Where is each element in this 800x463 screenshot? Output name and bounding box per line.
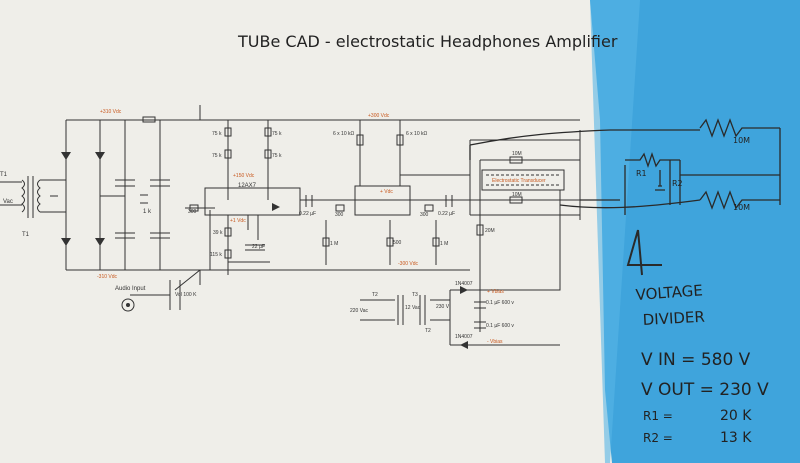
note-r1: R1 [636,169,647,178]
input-diode [272,203,280,211]
note-r2-value: 13 K [720,430,752,446]
label-volume: Vol 100 K [175,292,197,298]
label-115k: 115 k [210,252,222,258]
rail-minus-300: -300 Vdc [398,261,419,267]
label-cap-022-b: 0.22 µF [438,211,455,217]
label-75k-d: 75 k [272,153,282,159]
label-audio-input: Audio Input [115,286,146,292]
tube2-wiring [354,120,580,216]
label-tube2-plate: + Vdc [380,189,393,195]
electrostatic-transducer [481,169,565,191]
rail-plus-310: +310 Vdc [100,109,122,115]
label-20m: 20M [485,228,495,234]
label-75k-c: 75 k [272,131,282,137]
handdrawn-wiring [469,118,781,215]
label-t1-top: T1 [0,172,8,178]
blue-note-paper [590,0,800,463]
label-230v: 230 V [436,304,450,310]
label-t1: T1 [22,232,30,238]
arrow-icon [626,229,662,276]
note-r2-line: R2 = [643,431,673,445]
note-r2: R2 [672,179,683,188]
label-transducer: Electrostatic Transducer [492,178,546,184]
tube1-wiring [130,120,480,310]
note-vout: V OUT = 230 V [641,380,769,400]
note-edge [590,0,640,463]
rail-plus-150: +150 Vdc [233,173,255,179]
bias-diodes [460,286,468,349]
note-r1-line: R1 = [643,409,673,423]
label-10m-a: 10M [512,151,522,157]
label-12vac: 12 Vac [405,305,421,311]
label-1m-b: 1 M [440,241,448,247]
label-6x10k-a: 6 x 10 kΩ [333,131,355,137]
label-220vac: 220 Vac [350,308,368,314]
label-500: 500 [393,240,402,246]
note-10m-a: 10M [733,136,750,145]
label-cap-022-a: 0.22 µF [299,211,316,217]
label-10m-b: 10M [512,192,522,198]
note-heading-voltage: VOLTAGE [635,281,703,304]
label-vbias-plus: + Vbias [487,289,504,295]
label-t2: T2 [372,292,378,298]
label-bias-cap-a: 0.1 µF 600 v [486,300,514,306]
label-t3: T3 [412,292,418,298]
label-12ax7: 12AX7 [238,183,257,189]
label-t2b: T2 [425,328,431,334]
power-supply-wiring [0,105,580,285]
label-1m-a: 1 M [330,241,338,247]
bridge-diodes [61,152,105,246]
label-vac: Vac [3,199,13,205]
label-diode-b: 1N4007 [455,334,473,340]
label-22uf: 22 µF [252,244,265,250]
label-75k-b: 75 k [212,153,222,159]
label-input-300: 300 [188,209,197,215]
schematic-paper [0,0,620,463]
resistor-supply [142,116,156,123]
jack-pin [126,303,130,307]
label-diode-a: 1N4007 [455,281,473,287]
note-vin: V IN = 580 V [641,350,751,370]
note-r1-value: 20 K [720,408,752,424]
audio-input-jack [121,298,135,312]
note-heading-divider: DIVIDER [642,308,705,329]
page-title: TUBe CAD - electrostatic Headphones Ampl… [237,32,618,51]
label-cathode-v: +1 Vdc [230,218,246,224]
rail-plus-300: +300 Vdc [368,113,390,119]
label-75k-a: 75 k [212,131,222,137]
label-39k: 39 k [213,230,223,236]
bias-supply-wiring [360,190,561,346]
label-supply-1k: 1 k [143,209,152,215]
label-bias-cap-b: 0.1 µF 600 v [486,323,514,329]
label-300-b: 300 [420,212,429,218]
note-10m-b: 10M [733,203,750,212]
label-6x10k-b: 6 x 10 kΩ [406,131,428,137]
label-300-a: 300 [335,212,344,218]
rail-minus-310: -310 Vdc [97,274,118,280]
label-vbias-minus: - Vbias [487,339,503,345]
